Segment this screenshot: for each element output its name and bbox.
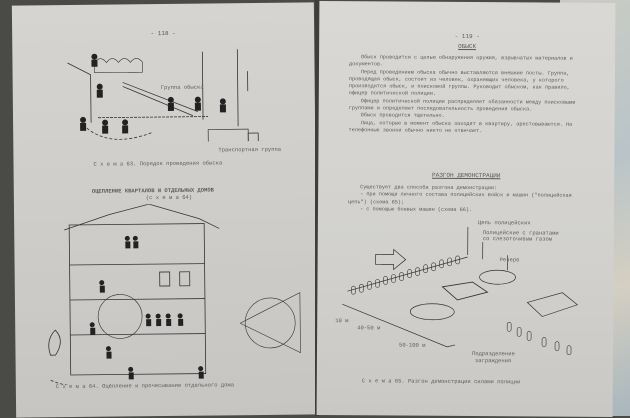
paragraph: Обыск проводится с целью обнаружения ору… (349, 54, 589, 70)
label-distance-10: 10 м (335, 317, 348, 324)
paragraph: - с помощью боевых машин (схема 66). (348, 206, 588, 215)
label-transport-group: Транспортная группа (218, 146, 281, 154)
label-search-group: Группа обыска (161, 84, 204, 91)
page-number: - 118 - (12, 28, 314, 38)
search-text: Обыск проводится с целью обнаружения ору… (349, 54, 590, 136)
label-barrier-unit-2: заграждения (475, 357, 511, 364)
section-title-dispersal: РАЗГОН ДЕМОНСТРАЦИИ (318, 171, 614, 180)
right-page: - 119 - ОБЫСК Обыск проводится с целью о… (317, 1, 616, 417)
label-police-line: Цепь полицейских (478, 219, 531, 226)
section-ref-schema-64: (с х е м а 64) (146, 194, 192, 201)
figure-64-caption: С х е м а 64. Оцепление и прочесывание о… (56, 381, 234, 390)
paragraph: Лица, которые в момент обыска заходят в … (349, 120, 589, 136)
figure-63-caption: С х е м а 63. Порядок проведения обыска (93, 159, 222, 167)
label-distance-50-100: 50-100 м (399, 342, 425, 349)
label-distance-40-50: 40-50 м (357, 324, 380, 331)
paragraph: - при помощи личного состава полицейских… (348, 191, 588, 207)
dispersal-text: Существует два способа разгона демонстра… (348, 184, 588, 215)
label-reserve: Резерв (500, 256, 520, 263)
heading-search: ОБЫСК (319, 42, 615, 51)
figure-64-house-diagram (39, 202, 311, 385)
label-gas-grenades-2: со слезоточивым газом (483, 235, 552, 242)
page-number: - 119 - (319, 32, 615, 41)
figure-65-dispersal-diagram (327, 226, 608, 368)
left-page: - 118 - Группа обыска Транспортная групп… (12, 2, 318, 417)
figure-63-search-diagram (62, 41, 263, 143)
figure-65-caption: С х е м а 65. Разгон демонстрации силами… (362, 377, 520, 385)
paragraph: Перед проведением обыска обычно выставля… (349, 69, 589, 100)
paragraph: Офицер политической полиции распределяет… (349, 98, 589, 114)
